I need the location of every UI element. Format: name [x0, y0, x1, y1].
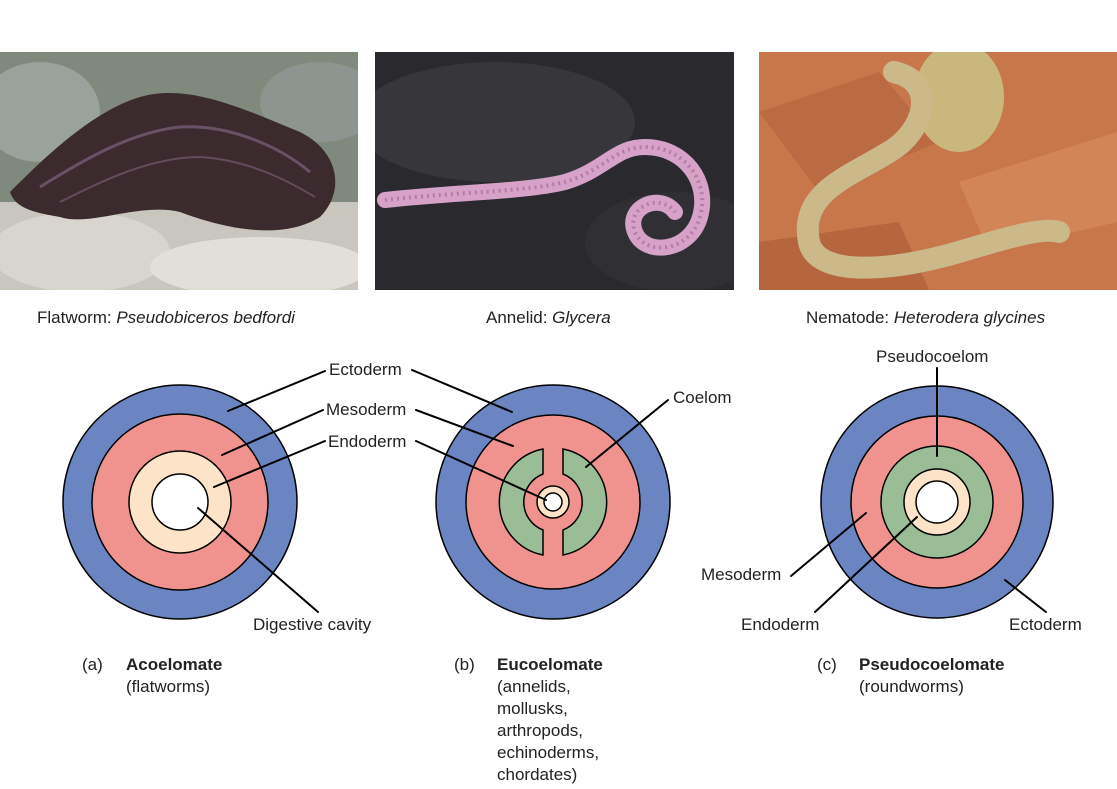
- b-title: Eucoelomate (annelids, mollusks, arthrop…: [497, 654, 603, 786]
- flatworm-photo: [0, 52, 358, 290]
- leader-a-ectoderm: [227, 370, 326, 412]
- a-description: (flatworms): [126, 677, 211, 696]
- leader-c-mesoderm: [790, 512, 867, 577]
- annelid-caption: Annelid: Glycera: [486, 308, 611, 328]
- annelid-caption-prefix: Annelid:: [486, 308, 553, 327]
- a-name: Acoelomate: [126, 655, 223, 674]
- eucoelomate-coelom-right: [562, 448, 608, 556]
- nematode-species: Heterodera glycines: [893, 308, 1046, 327]
- acoelomate-digestive-cavity: [151, 473, 209, 531]
- b-name: Eucoelomate: [497, 655, 603, 674]
- a-mesoderm-label: Mesoderm: [326, 400, 407, 419]
- b-letter: (b): [454, 655, 475, 674]
- a-digestive-cavity-label: Digestive cavity: [253, 615, 372, 634]
- leader-c-ectoderm: [1004, 579, 1047, 613]
- c-endoderm-label: Endoderm: [741, 615, 820, 634]
- c-pseudocoelom-label: Pseudocoelom: [876, 347, 989, 366]
- leader-b-ectoderm: [411, 369, 513, 413]
- nematode-caption: Nematode: Heterodera glycines: [806, 308, 1045, 328]
- pseudocoelomate-diagram: [820, 385, 1054, 619]
- leader-b-coelom: [585, 399, 669, 468]
- nematode-photo: [759, 52, 1117, 290]
- annelid-species: Glycera: [552, 308, 611, 327]
- c-mesoderm-label: Mesoderm: [701, 565, 782, 584]
- a-letter: (a): [82, 655, 103, 674]
- pseudocoelomate-digestive-cavity: [915, 480, 959, 524]
- flatworm-caption: Flatworm: Pseudobiceros bedfordi: [37, 308, 295, 328]
- eucoelomate-digestive-cavity: [543, 492, 563, 512]
- c-letter: (c): [817, 655, 837, 674]
- leader-c-endoderm: [814, 516, 918, 613]
- nematode-caption-prefix: Nematode:: [806, 308, 894, 327]
- leader-a-cavity: [197, 507, 319, 613]
- b-coelom-label: Coelom: [673, 388, 732, 407]
- flatworm-caption-prefix: Flatworm:: [37, 308, 117, 327]
- a-title: Acoelomate (flatworms): [126, 654, 222, 698]
- c-name: Pseudocoelomate: [859, 655, 1005, 674]
- b-description: (annelids, mollusks, arthropods, echinod…: [497, 677, 600, 784]
- acoelomate-diagram: [62, 384, 298, 620]
- annelid-photo: [375, 52, 734, 290]
- leader-a-mesoderm: [221, 409, 324, 456]
- leader-a-endoderm: [213, 440, 326, 488]
- leader-b-endoderm: [415, 440, 547, 501]
- a-ectoderm-label: Ectoderm: [329, 360, 402, 379]
- a-endoderm-label: Endoderm: [328, 432, 407, 451]
- c-ectoderm-label: Ectoderm: [1009, 615, 1082, 634]
- leader-b-mesoderm: [415, 409, 514, 447]
- c-title: Pseudocoelomate (roundworms): [859, 654, 1005, 698]
- c-description: (roundworms): [859, 677, 964, 696]
- flatworm-species: Pseudobiceros bedfordi: [116, 308, 295, 327]
- eucoelomate-diagram: [435, 384, 671, 620]
- eucoelomate-coelom-left: [498, 448, 544, 556]
